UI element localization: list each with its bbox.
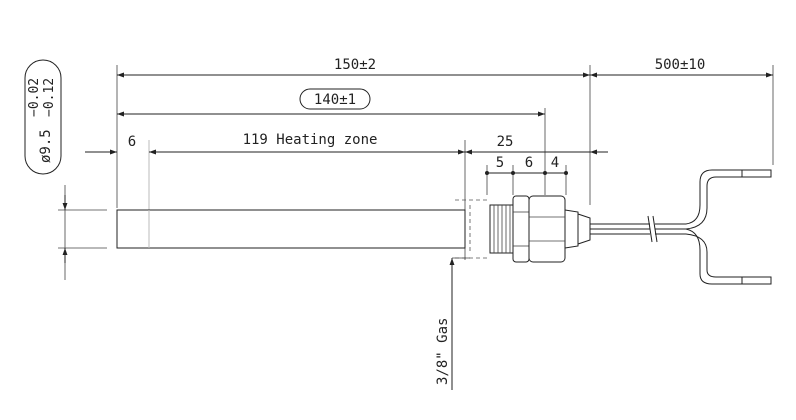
dim-lead-length: 500±10 — [590, 57, 773, 78]
dim-seg-a-label: 5 — [496, 155, 504, 171]
fitting — [455, 195, 591, 263]
heater-body — [116, 209, 466, 249]
dim-overall-length: 150±2 — [117, 57, 590, 78]
lead-wires — [590, 169, 772, 285]
dim-seg-c-label: 4 — [551, 155, 559, 171]
dim-heating-zone-label: 119 Heating zone — [243, 132, 378, 148]
dim-seg-b-label: 6 — [525, 155, 533, 171]
dim-body-length-label: 140±1 — [314, 92, 356, 108]
dim-start-offset-label: 6 — [128, 134, 136, 150]
dim-diameter-lower: −0.12 — [42, 78, 57, 117]
dim-diameter: ø9.5 −0.02 −0.12 — [24, 59, 68, 280]
dim-lead-length-label: 500±10 — [655, 57, 706, 73]
dim-fitting-segments: 5 6 4 — [485, 155, 568, 175]
dim-heating-zone: 6 119 Heating zone 25 — [85, 132, 608, 155]
thread-callout: 3/8" Gas — [435, 257, 470, 390]
dim-diameter-upper: −0.02 — [27, 78, 42, 117]
thread-label: 3/8" Gas — [435, 318, 451, 385]
dim-body-length: 140±1 — [117, 88, 545, 117]
dim-diameter-nominal: ø9.5 — [38, 129, 54, 163]
dim-fitting-length-label: 25 — [497, 134, 514, 150]
dim-overall-length-label: 150±2 — [334, 57, 376, 73]
extension-lines — [58, 65, 774, 260]
